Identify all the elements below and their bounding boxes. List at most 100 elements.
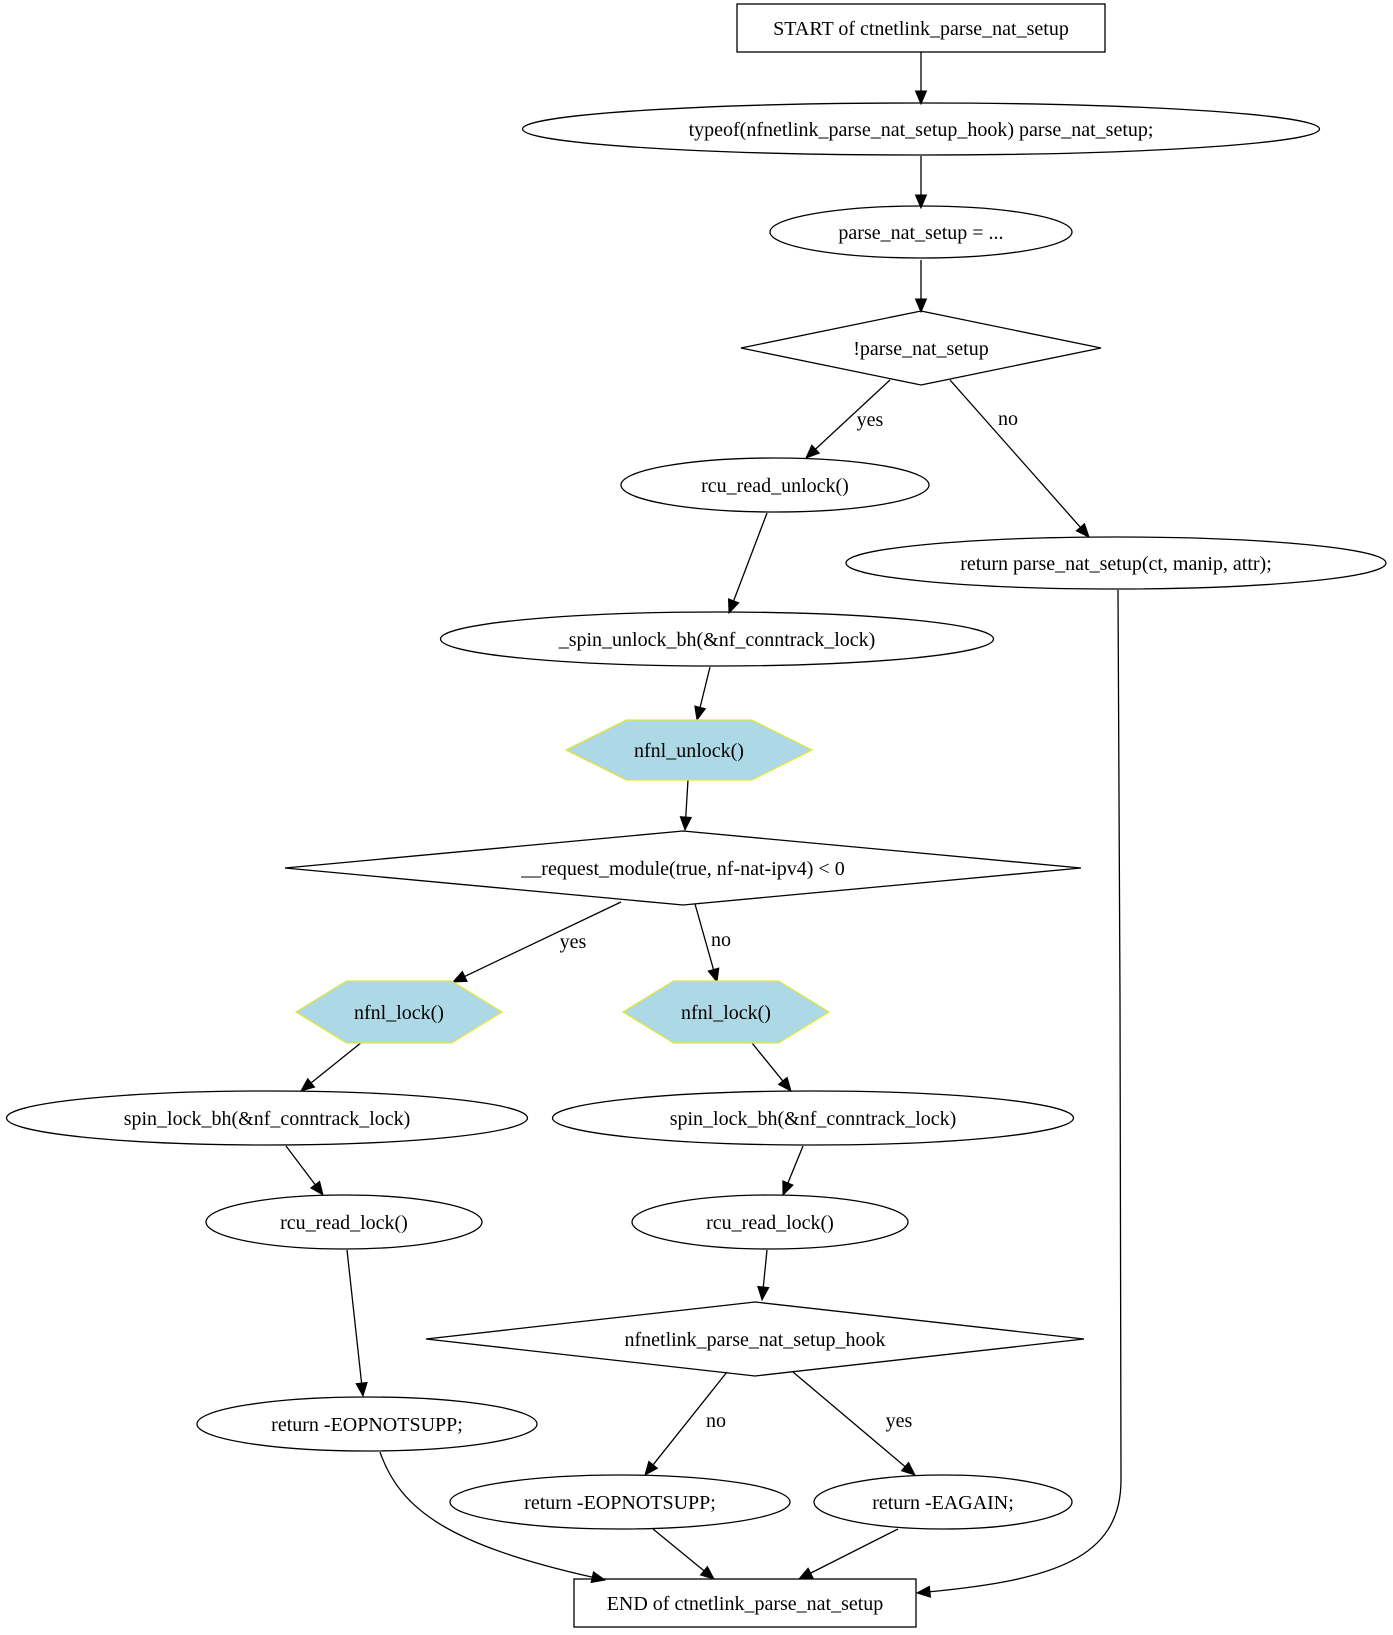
node-hexagon-shape	[564, 719, 814, 781]
edge-label-yes: yes	[886, 1410, 913, 1432]
edge-line	[652, 1371, 728, 1466]
node-nfnl_unlock: nfnl_unlock()	[564, 719, 814, 781]
node-ellipse-shape	[813, 1474, 1073, 1530]
edge-line	[694, 903, 715, 970]
node-label: _spin_unlock_bh(&nf_conntrack_lock)	[558, 629, 876, 651]
node-ellipse-shape	[845, 536, 1387, 590]
node-nfnl_lock_b: nfnl_lock()	[621, 980, 831, 1044]
node-cond3: nfnetlink_parse_nat_setup_hook	[425, 1301, 1085, 1377]
node-spin_lock_b: spin_lock_bh(&nf_conntrack_lock)	[551, 1090, 1075, 1146]
edge-cond3-to-ret_eagain: yes	[792, 1371, 916, 1476]
edge-nfnl_lock_a-to-spin_lock_a	[299, 1041, 363, 1092]
arrowhead	[782, 1180, 794, 1197]
node-hexagon-shape	[294, 980, 504, 1044]
arrowhead	[694, 705, 707, 722]
node-ellipse-shape	[439, 611, 995, 667]
node-ellipse-shape	[620, 457, 930, 513]
arrowhead	[797, 1567, 814, 1580]
edge-line	[815, 379, 891, 450]
edge-line	[949, 379, 1081, 528]
node-spin_lock_a: spin_lock_bh(&nf_conntrack_lock)	[5, 1090, 529, 1146]
node-label: __request_module(true, nf-nat-ipv4) < 0	[520, 858, 844, 880]
node-cond1: !parse_nat_setup	[740, 310, 1102, 386]
arrowhead	[699, 1565, 715, 1580]
edge-line	[310, 1041, 363, 1084]
node-decl: typeof(nfnetlink_parse_nat_setup_hook) p…	[521, 102, 1321, 156]
edge-cond1-to-ret_parse: no	[949, 379, 1090, 538]
edge-line	[810, 1528, 899, 1574]
edge-spin_lock_b-to-rcu_lock_b	[782, 1145, 804, 1197]
node-cond2: __request_module(true, nf-nat-ipv4) < 0	[284, 830, 1082, 906]
node-ret_eop_b: return -EOPNOTSUPP;	[449, 1474, 791, 1530]
node-ellipse-shape	[5, 1090, 529, 1146]
arrowhead	[1075, 522, 1090, 538]
node-diamond-shape	[284, 830, 1082, 906]
node-rcu_lock_b: rcu_read_lock()	[631, 1194, 909, 1250]
edge-decl-to-assign	[914, 156, 928, 210]
node-rcu_lock_a: rcu_read_lock()	[205, 1194, 483, 1250]
node-label: nfnetlink_parse_nat_setup_hook	[624, 1329, 885, 1351]
edge-line	[762, 1249, 768, 1288]
arrowhead	[914, 298, 928, 314]
edge-ret_eop_b-to-end	[652, 1528, 715, 1580]
node-ellipse-shape	[449, 1474, 791, 1530]
node-label: return parse_nat_setup(ct, manip, attr);	[960, 553, 1272, 575]
edge-line	[787, 1145, 804, 1184]
node-ellipse-shape	[631, 1194, 909, 1250]
arrowhead	[915, 1585, 932, 1598]
node-label: typeof(nfnetlink_parse_nat_setup_hook) p…	[689, 119, 1154, 141]
arrowhead	[914, 194, 928, 210]
node-label: spin_lock_bh(&nf_conntrack_lock)	[670, 1108, 957, 1130]
node-label: !parse_nat_setup	[853, 338, 989, 360]
arrowhead	[299, 1077, 316, 1092]
edge-rcu_lock_b-to-cond3	[757, 1249, 770, 1302]
node-end: END of ctnetlink_parse_nat_setup	[573, 1578, 917, 1628]
node-box-shape	[736, 3, 1106, 53]
node-ellipse-shape	[769, 205, 1073, 259]
node-nfnl_lock_a: nfnl_lock()	[294, 980, 504, 1044]
edge-line	[699, 666, 711, 708]
node-diamond-shape	[425, 1301, 1085, 1377]
node-label: return -EOPNOTSUPP;	[524, 1492, 716, 1514]
edge-spin_lock_a-to-rcu_lock_a	[285, 1145, 324, 1197]
node-ellipse-shape	[551, 1090, 1075, 1146]
edge-cond1-to-rcu_unlock: yes	[805, 379, 891, 459]
edge-cond2-to-nfnl_lock_a: yes	[451, 901, 622, 983]
edge-line	[346, 1249, 363, 1384]
edge-line	[685, 779, 689, 818]
arrowhead	[644, 1460, 659, 1476]
edge-nfnl_unlock-to-cond2	[679, 779, 693, 832]
node-rcu_unlock: rcu_read_unlock()	[620, 457, 930, 513]
node-ellipse-shape	[196, 1396, 538, 1452]
edge-ret_parse-to-end	[915, 589, 1122, 1598]
arrowhead	[451, 970, 468, 983]
node-start: START of ctnetlink_parse_nat_setup	[736, 3, 1106, 53]
edge-rcu_lock_a-to-ret_eop_a	[346, 1249, 368, 1398]
edge-cond2-to-nfnl_lock_b: no	[694, 903, 731, 984]
node-label: return -EAGAIN;	[872, 1492, 1014, 1514]
node-label: nfnl_lock()	[354, 1002, 444, 1024]
node-label: nfnl_lock()	[681, 1002, 771, 1024]
edge-line	[652, 1528, 705, 1572]
arrowhead	[309, 1180, 324, 1197]
edge-line	[379, 1451, 593, 1578]
arrowhead	[777, 1076, 792, 1092]
node-label: rcu_read_unlock()	[701, 475, 849, 497]
nodes-layer: START of ctnetlink_parse_nat_setuptypeof…	[5, 3, 1387, 1628]
edge-label-no: no	[711, 929, 731, 951]
arrowhead	[914, 90, 928, 106]
node-box-shape	[573, 1578, 917, 1628]
edge-line	[733, 512, 768, 602]
arrowhead	[590, 1570, 607, 1584]
node-ret_eop_a: return -EOPNOTSUPP;	[196, 1396, 538, 1452]
edge-ret_eagain-to-end	[797, 1528, 899, 1580]
node-label: rcu_read_lock()	[706, 1212, 834, 1234]
arrowhead	[900, 1461, 916, 1476]
edge-label-no: no	[998, 408, 1018, 430]
node-label: parse_nat_setup = ...	[838, 222, 1003, 244]
arrowhead	[679, 816, 693, 832]
node-label: spin_lock_bh(&nf_conntrack_lock)	[124, 1108, 411, 1130]
node-label: END of ctnetlink_parse_nat_setup	[607, 1593, 884, 1615]
arrowhead	[805, 444, 821, 459]
